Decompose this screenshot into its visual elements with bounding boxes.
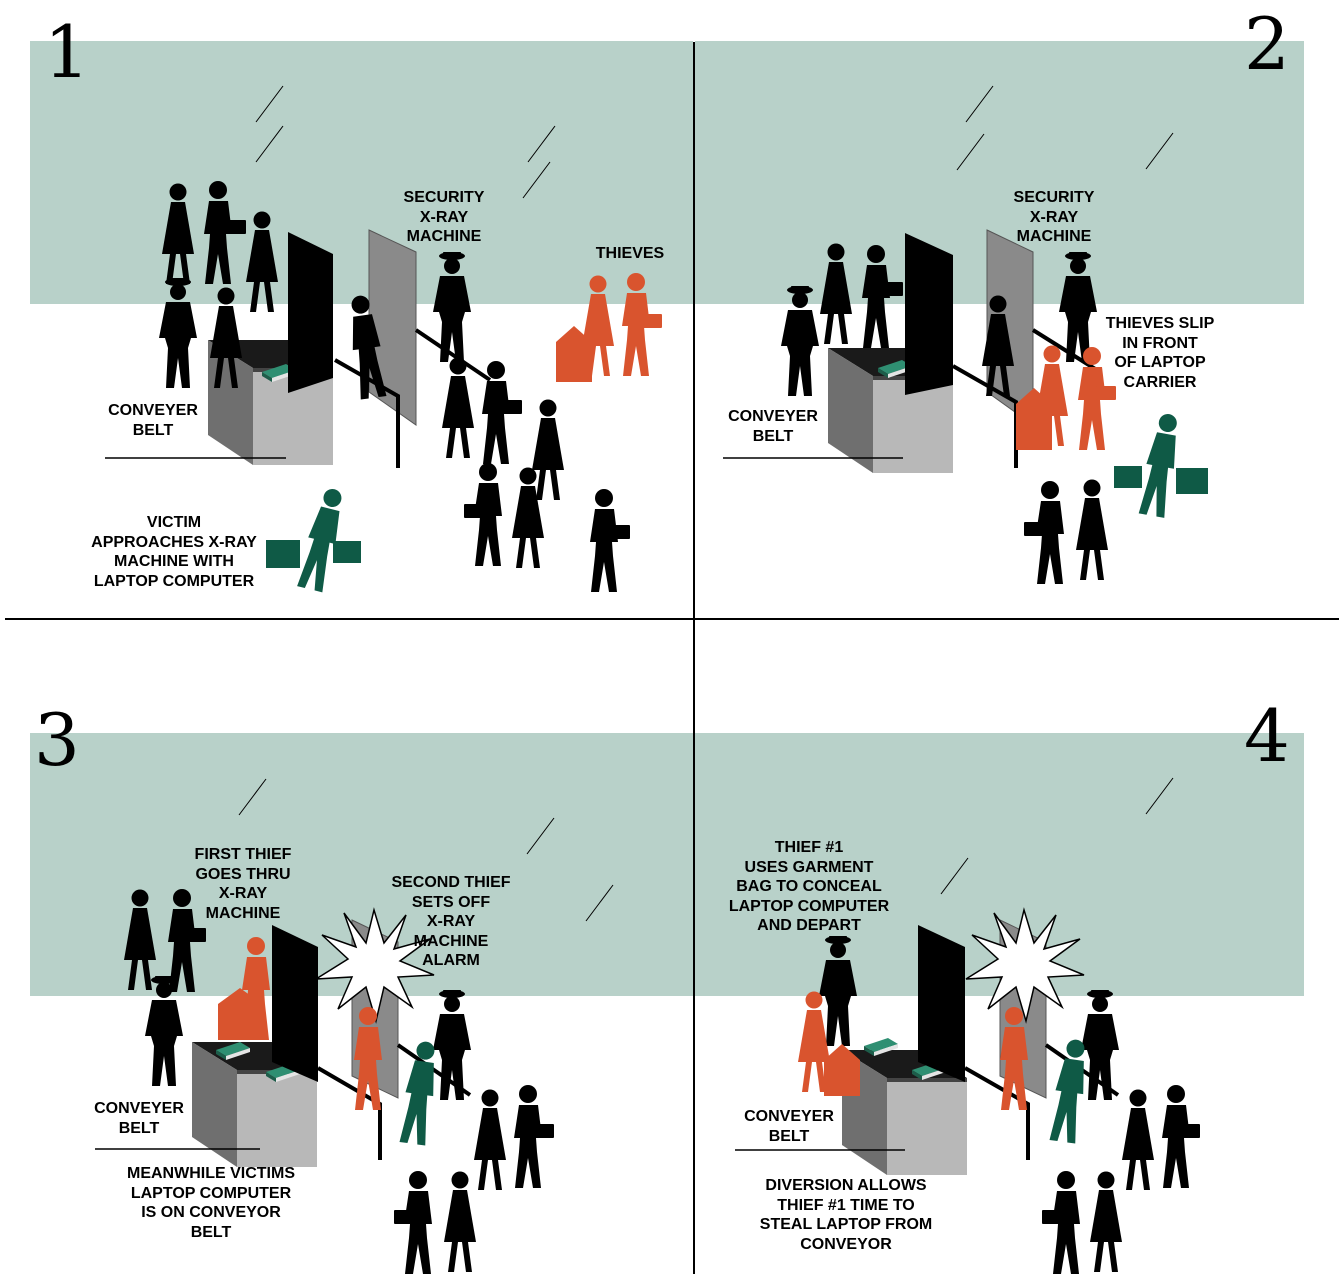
panel-4-thief1-label: THIEF #1 USES GARMENT BAG TO CONCEAL LAP… [728,839,890,934]
panel-2-thieves-label: THIEVES SLIP IN FRONT OF LAPTOP CARRIER [1105,315,1215,391]
panel-4-diversion-label: DIVERSION ALLOWS THIEF #1 TIME TO STEAL … [759,1177,933,1253]
panel-3-belt-label: CONVEYER BELT [94,1100,184,1137]
horizontal-divider [5,618,1339,620]
panel-3-number: 3 [34,698,80,782]
panel-3-meanwhile-label: MEANWHILE VICTIMS LAPTOP COMPUTER IS ON … [127,1165,295,1241]
panel-2-belt-label: CONVEYER BELT [728,408,818,445]
xray-screen-3 [272,925,318,1082]
glare-lines-1 [255,85,556,199]
victim-3 [398,1039,441,1146]
panel-3-second-thief-label: SECOND THIEF SETS OFF X-RAY MACHINE ALAR… [391,874,511,969]
railing-1 [334,328,492,468]
panel-2-machine-label: SECURITY X-RAY MACHINE [1013,189,1095,245]
victim-1 [266,485,361,593]
thieves-4 [798,991,1028,1110]
victim-4 [1048,1037,1091,1144]
xray-screen-1 [288,232,333,393]
panel-1-victim-label: VICTIM APPROACHES X-RAY MACHINE WITH LAP… [91,514,257,590]
vertical-divider [693,42,695,1274]
panel-1-number: 1 [44,10,90,94]
xray-screen-2 [905,233,953,395]
glare-lines-2 [956,85,1174,171]
panel-3-first-thief-label: FIRST THIEF GOES THRU X-RAY MACHINE [194,846,292,922]
panel-1-belt-label: CONVEYER BELT [108,402,198,439]
victim-2 [1114,411,1208,519]
panel-4-belt-label: CONVEYER BELT [744,1108,834,1145]
xray-gate-1 [368,229,417,426]
thieves-2 [1016,345,1116,450]
panel-4-number: 4 [1244,694,1290,778]
panel-1-wall [30,41,693,304]
panel-2-number: 2 [1244,2,1290,86]
panel-1-machine-label: SECURITY X-RAY MACHINE [403,189,485,245]
xray-screen-4 [918,925,965,1082]
panel-1-thieves-label: THIEVES [595,245,665,262]
thieves-1 [556,273,662,382]
thieves-3 [218,937,382,1110]
